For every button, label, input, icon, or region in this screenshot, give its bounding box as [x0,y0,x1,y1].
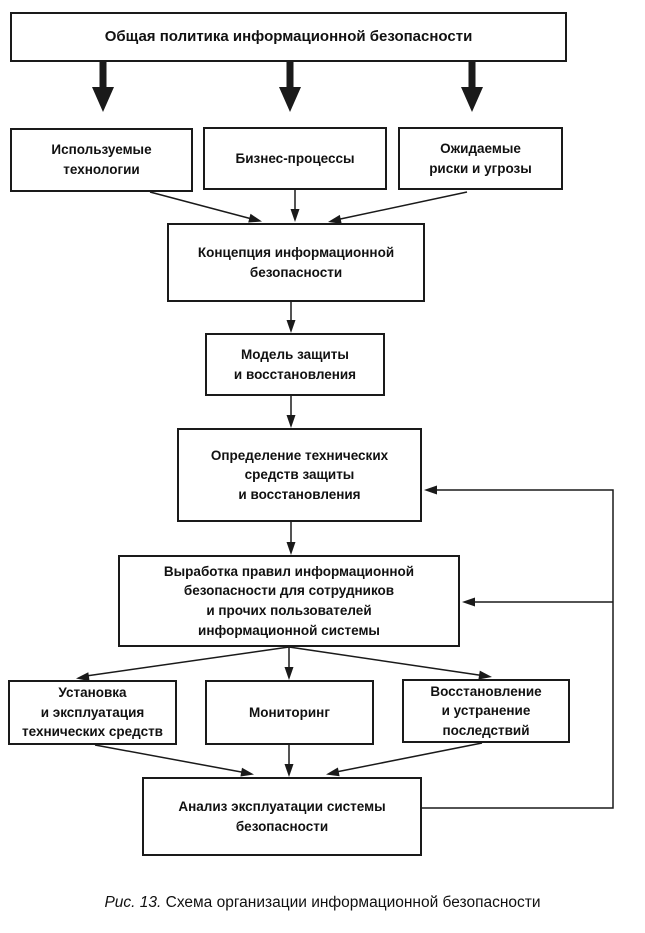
node-protection-model: Модель защиты и восстановления [205,333,385,396]
block-arrow-icon [92,62,114,112]
node-business-processes-label: Бизнес-процессы [235,150,355,166]
figure-caption-text: Схема организации информационной безопас… [161,894,541,911]
arrow-business-to-concept [290,190,300,222]
node-recovery-label: Восстановление и устранение последствий [430,683,542,738]
arrow-definition-to-rules [286,522,296,555]
node-security-concept-label: Концепция информационной безопасности [197,244,395,280]
arrow-rules-to-monitoring [284,647,294,680]
node-used-technologies: Используемые технологии [10,128,193,192]
node-used-technologies-label: Используемые технологии [51,142,152,177]
node-security-concept: Концепция информационной безопасности [167,223,425,302]
arrow-monitoring-to-analysis [284,745,294,777]
node-security-rules-label: Выработка правил информационной безопасн… [163,563,415,638]
node-protection-model-label: Модель защиты и восстановления [233,346,357,382]
figure-caption-number: Рис. 13. [104,894,162,911]
arrow-rules-to-install [76,646,290,682]
node-security-rules: Выработка правил информационной безопасн… [118,555,460,647]
block-arrow-icon [279,62,301,112]
node-policy-label: Общая политика информационной безопаснос… [104,28,473,46]
block-arrow-icon [461,62,483,112]
arrow-install-to-analysis [94,744,254,777]
node-policy: Общая политика информационной безопаснос… [10,12,567,62]
node-technical-means-label: Определение технических средств защиты и… [210,447,389,502]
arrow-model-to-definition [286,396,296,428]
node-business-processes: Бизнес-процессы [203,127,387,190]
policy-block-arrows [92,62,483,112]
node-monitoring-label: Мониторинг [249,704,330,720]
node-monitoring: Мониторинг [205,680,374,745]
arrow-recovery-to-analysis [326,742,483,777]
node-installation: Установка и эксплуатация технических сре… [8,680,177,745]
node-analysis-label: Анализ эксплуатации системы безопасности [178,798,386,834]
figure-caption: Рис. 13. Схема организации информационно… [0,894,645,912]
node-recovery: Восстановление и устранение последствий [402,679,570,743]
node-expected-risks-label: Ожидаемые риски и угрозы [429,140,532,176]
node-installation-label: Установка и эксплуатация технических сре… [22,685,163,740]
arrow-concept-to-model [286,302,296,333]
arrow-rules-to-recovery [288,646,492,680]
node-expected-risks: Ожидаемые риски и угрозы [398,127,563,190]
arrow-risks-to-concept [328,191,468,224]
feedback-loop [422,485,614,809]
arrow-tech-to-concept [149,191,262,223]
node-analysis: Анализ эксплуатации системы безопасности [142,777,422,856]
node-technical-means: Определение технических средств защиты и… [177,428,422,522]
